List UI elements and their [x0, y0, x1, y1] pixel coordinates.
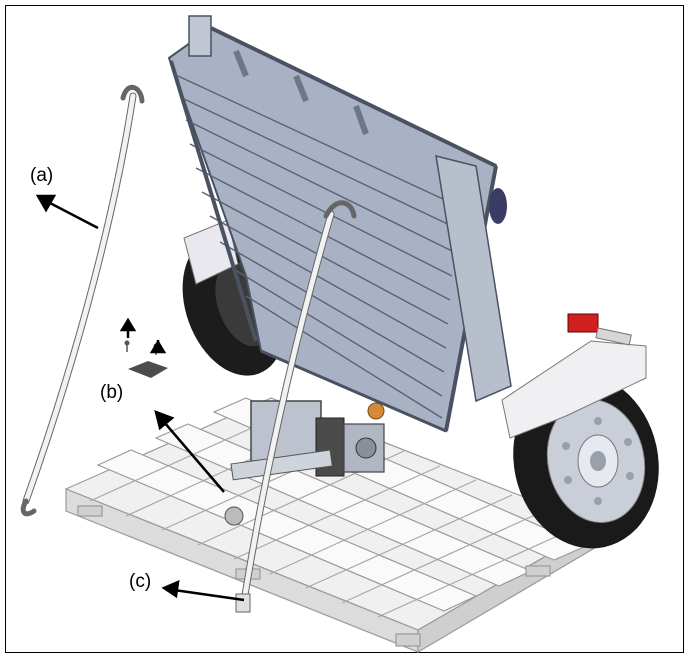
- orange-gear: [367, 402, 385, 420]
- removed-plate: [119, 317, 168, 378]
- hitch-bracket: [224, 400, 385, 526]
- strap-left: [20, 85, 145, 517]
- callout-a: (a): [30, 165, 54, 186]
- right-wheel: [501, 313, 659, 549]
- callout-c: (c): [129, 571, 152, 592]
- figure-frame: (a) (b) (c): [5, 5, 684, 654]
- tail-light: [567, 313, 599, 333]
- pulley: [489, 188, 507, 224]
- up-arrow-icons: [119, 317, 167, 354]
- callout-arrows: [35, 194, 245, 602]
- trailer-illustration: [20, 15, 659, 654]
- callout-b: (b): [100, 382, 124, 403]
- tilted-deck: [167, 15, 512, 433]
